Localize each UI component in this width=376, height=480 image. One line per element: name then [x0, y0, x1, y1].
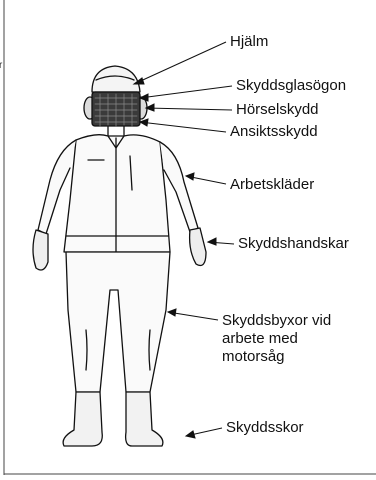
pointer-face-head: [140, 119, 148, 126]
glove-right: [190, 228, 206, 266]
pointer-gloves-head: [208, 238, 216, 245]
boot-left: [63, 392, 102, 446]
boot-right: [126, 392, 163, 446]
pointer-hearing: [146, 108, 232, 110]
label-workwear: Arbetskläder: [230, 176, 314, 194]
label-gloves: Skyddshandskar: [238, 235, 349, 253]
pointer-face: [140, 122, 226, 132]
pointer-trousers-head: [168, 309, 176, 316]
stray-mark: r: [0, 60, 2, 71]
label-safety-boots: Skyddsskor: [226, 419, 304, 437]
label-chainsaw-trousers: Skyddsbyxor vid arbete med motorsåg: [222, 312, 362, 366]
label-face-shield: Ansiktsskydd: [230, 123, 318, 141]
label-goggles: Skyddsglasögon: [236, 77, 346, 95]
label-helmet: Hjälm: [230, 33, 268, 51]
person-figure: [33, 66, 206, 446]
pointer-helmet: [134, 42, 226, 84]
trousers: [66, 252, 170, 392]
neck: [108, 126, 124, 136]
pointer-goggles: [140, 86, 232, 98]
label-hearing-protection: Hörselskydd: [236, 101, 319, 119]
glove-left: [33, 230, 48, 270]
jacket-body: [64, 135, 170, 252]
pointer-boots-head: [186, 431, 195, 438]
pointer-workwear-head: [186, 173, 194, 180]
